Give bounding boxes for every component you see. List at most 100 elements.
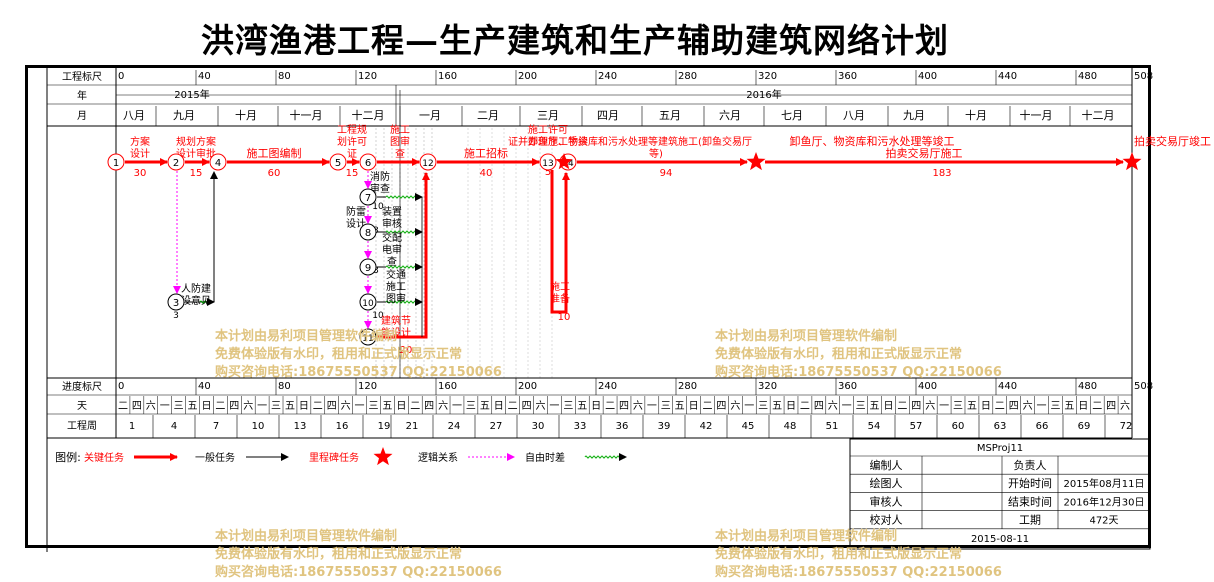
task-label: 工程规 <box>337 123 367 136</box>
progress-tick-label: 80 <box>278 381 291 392</box>
scale-tick-label: 120 <box>358 71 377 82</box>
watermark-line: 免费体验版有水印，租用和正式版显示正常 <box>215 547 463 562</box>
weekday-text: 六 <box>828 400 838 412</box>
weekday-text: 六 <box>1120 400 1130 412</box>
task-duration: 183 <box>932 168 951 179</box>
weekday-text: 五 <box>480 401 490 412</box>
node-number: 6 <box>365 158 371 169</box>
info-key: 审核人 <box>870 494 903 508</box>
scale-tick-label: 280 <box>678 71 697 82</box>
week-text: 19 <box>378 421 391 432</box>
weekday-text: 五 <box>285 401 295 412</box>
node-number: 10 <box>362 299 374 309</box>
weekday-text: 二 <box>215 401 225 412</box>
task-duration: 60 <box>268 168 281 179</box>
network-node <box>107 153 125 171</box>
legend-float-sample <box>584 455 626 459</box>
weekday-text: 一 <box>549 401 559 412</box>
weekday-text: 六 <box>535 400 545 412</box>
watermark-top-right: 本计划由易利项目管理软件编制 免费体验版有水印，租用和正式版显示正常 购买咨询电… <box>715 328 1002 382</box>
network-node <box>359 188 377 206</box>
day-label: 天 <box>77 401 87 412</box>
weekday-text: 二 <box>313 401 323 412</box>
weekday-text: 日 <box>883 401 893 412</box>
weekday-text: 一 <box>355 401 365 412</box>
task-label: 证并办理施工手续 <box>508 135 588 148</box>
node-number: 9 <box>365 263 371 274</box>
weekday-text: 三 <box>174 401 184 412</box>
progress-tick-label: 0 <box>118 381 124 392</box>
weekday-text: 五 <box>382 401 392 412</box>
task-label: 方案 <box>130 135 150 148</box>
weekday-text: 三 <box>466 401 476 412</box>
weekday-text: 一 <box>842 401 852 412</box>
week-text: 7 <box>213 421 219 432</box>
watermark-line: 购买咨询电话:18675550537 QQ:22150066 <box>215 365 502 380</box>
free-float <box>385 265 419 269</box>
info-key: 绘图人 <box>870 476 903 490</box>
weekday-text: 日 <box>201 401 211 412</box>
task-label: 设意见 <box>181 294 211 307</box>
watermark-line: 本计划由易利项目管理软件编制 <box>215 329 398 344</box>
progress-tick-label: 400 <box>918 381 937 392</box>
weekday-text: 四 <box>716 401 726 412</box>
scale-tick-label: 320 <box>758 71 777 82</box>
week-text: 51 <box>826 421 839 432</box>
task-duration: 15 <box>346 168 359 179</box>
weekday-text: 日 <box>299 401 309 412</box>
weekday-text: 二 <box>508 401 518 412</box>
week-text: 42 <box>700 421 713 432</box>
legend-critical-text: 关键任务 <box>84 451 124 464</box>
task-label: 查 <box>395 147 405 160</box>
task-label: 拍卖交易厅施工 <box>886 146 963 160</box>
page-title: 洪湾渔港工程—生产建筑和生产辅助建筑网络计划 <box>201 21 949 60</box>
weekday-text: 六 <box>438 400 448 412</box>
network-node <box>359 328 377 346</box>
info-value: 472天 <box>1089 516 1118 527</box>
task-duration: 20 <box>400 345 413 356</box>
progress-tick-label: 280 <box>678 381 697 392</box>
weekday-text: 六 <box>925 400 935 412</box>
weekday-text: 三 <box>856 401 866 412</box>
watermark-bottom-left: 本计划由易利项目管理软件编制 免费体验版有水印，租用和正式版显示正常 购买咨询电… <box>215 528 502 582</box>
weekday-text: 二 <box>995 401 1005 412</box>
task-duration: 10 <box>372 202 384 212</box>
node-number: 5 <box>335 158 341 169</box>
weekday-text: 六 <box>1023 400 1033 412</box>
weekday-text: 日 <box>494 401 504 412</box>
task-label: 等) <box>649 147 663 160</box>
task-duration: 5 <box>545 167 551 178</box>
task-duration: 3 <box>173 311 179 321</box>
weekday-text: 四 <box>1106 401 1116 412</box>
week-text: 33 <box>574 421 587 432</box>
free-float <box>385 195 419 199</box>
month-text: 九月 <box>173 109 195 122</box>
scale-tick-label: 200 <box>518 71 537 82</box>
network-node <box>209 153 227 171</box>
weekday-text: 日 <box>591 401 601 412</box>
weekday-text: 日 <box>981 401 991 412</box>
task-label: 审查 <box>370 182 390 195</box>
week-text: 66 <box>1036 421 1049 432</box>
weekday-text: 四 <box>424 401 434 412</box>
task-label: 图审 <box>386 292 406 305</box>
task-label: 施工 <box>390 123 410 136</box>
watermark-line: 购买咨询电话:18675550537 QQ:22150066 <box>715 565 1002 580</box>
month-text: 八月 <box>843 109 865 122</box>
week-text: 27 <box>490 421 503 432</box>
month-text: 十一月 <box>290 108 323 122</box>
task-label: 消防 <box>370 170 390 183</box>
week-text: 21 <box>406 421 419 432</box>
watermark-bottom-right: 本计划由易利项目管理软件编制 免费体验版有水印，租用和正式版显示正常 购买咨询电… <box>715 528 1002 582</box>
week-text: 30 <box>532 421 545 432</box>
legend-milestone-text: 里程碑任务 <box>309 451 359 464</box>
week-text: 48 <box>784 421 797 432</box>
year-text: 2015年 <box>174 88 209 101</box>
info-key: 校对人 <box>870 513 903 527</box>
scale-tick-label: 360 <box>838 71 857 82</box>
task-label: 设计 <box>130 147 150 160</box>
month-text: 二月 <box>477 109 499 122</box>
weekday-text: 五 <box>772 401 782 412</box>
info-key: 开始时间 <box>1008 476 1052 490</box>
